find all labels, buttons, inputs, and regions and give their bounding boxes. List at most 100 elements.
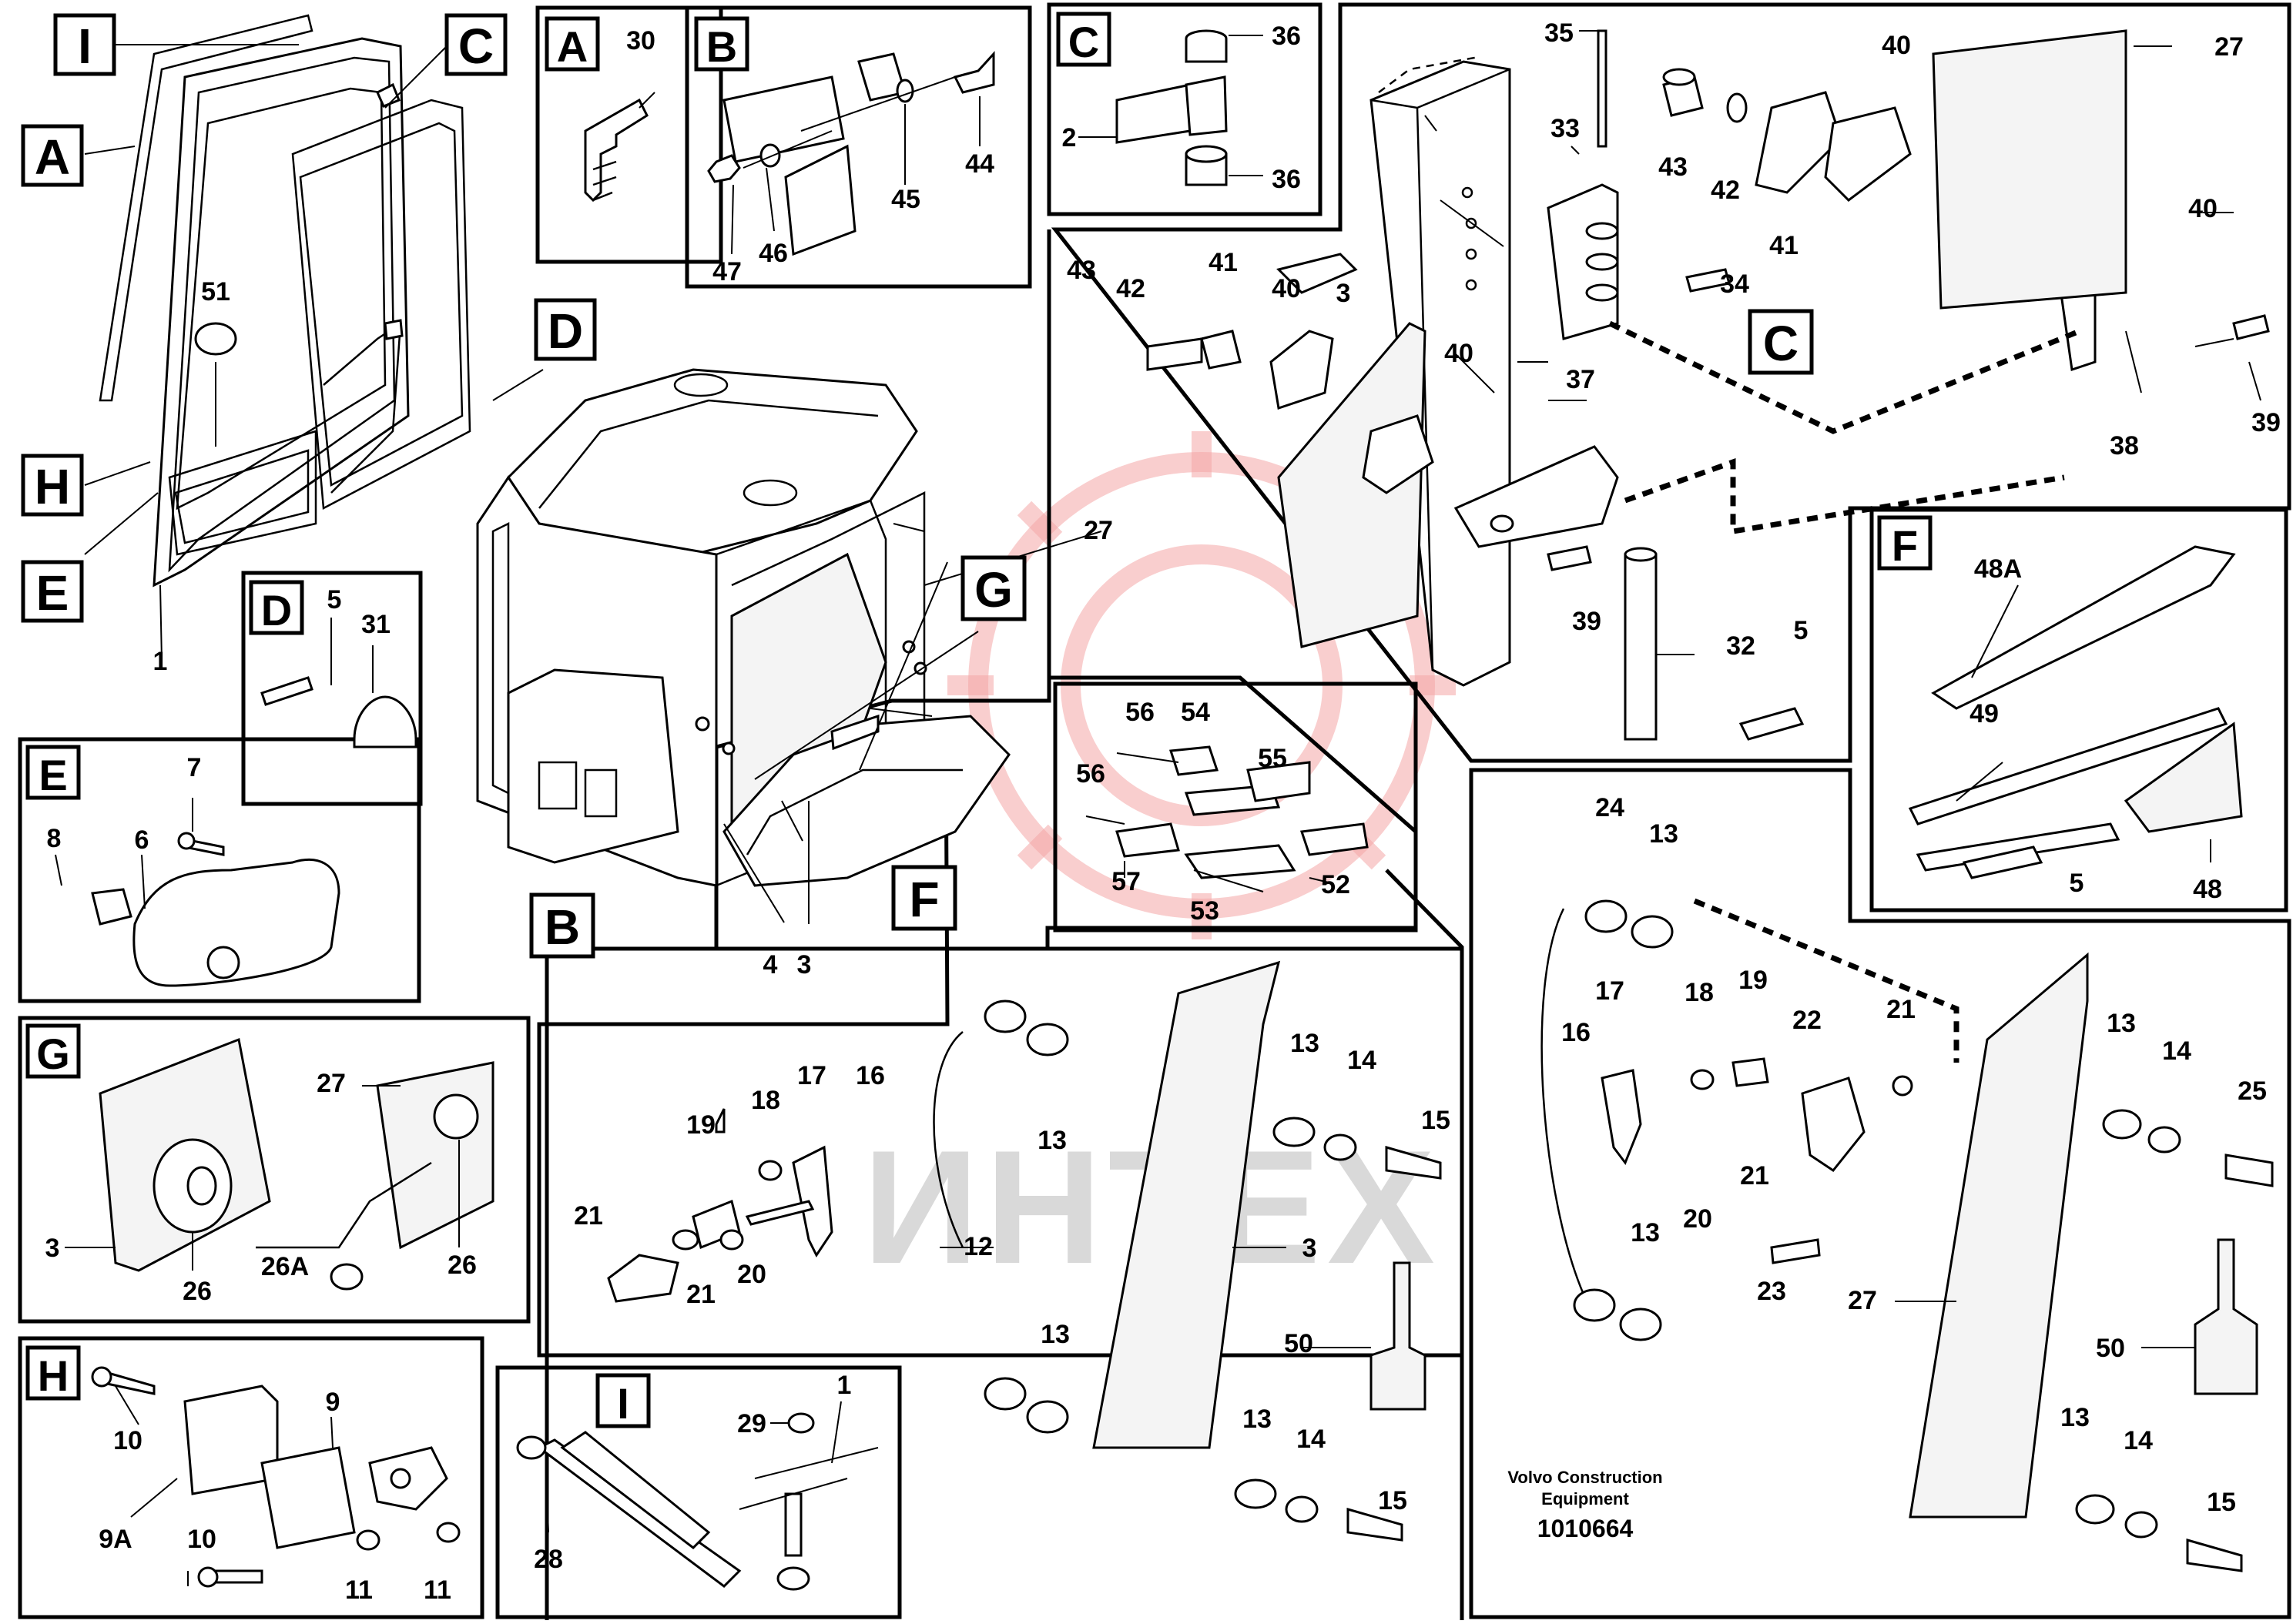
tag-G-panel-label: G (36, 1030, 70, 1078)
label-57: 57 (1111, 867, 1141, 896)
tag-D-top: D (534, 298, 597, 361)
label-40a: 40 (1882, 31, 1911, 60)
door-assembly (99, 14, 471, 588)
tag-F-main: F (891, 865, 957, 931)
panel-I (495, 1365, 902, 1619)
label-25: 25 (2238, 1077, 2267, 1106)
footer-company-line1: Volvo Construction (1507, 1468, 1662, 1487)
tag-G-panel: G (25, 1023, 81, 1079)
tag-H-top: H (21, 454, 84, 517)
label-55: 55 (1258, 744, 1287, 773)
tag-D-top-label: D (548, 303, 583, 359)
label-13g: 13 (1631, 1218, 1660, 1247)
tag-I: I (53, 13, 116, 76)
tag-F-panel: F (1877, 515, 1933, 571)
label-14c: 14 (2162, 1036, 2191, 1066)
label-56a: 56 (1125, 698, 1155, 727)
label-10b: 10 (187, 1525, 216, 1554)
label-48A: 48A (1974, 554, 2022, 584)
tag-I-label: I (78, 18, 92, 74)
detail-C-post (1146, 29, 2270, 741)
label-13f: 13 (2107, 1009, 2136, 1038)
detail-F-seals (1908, 545, 2243, 879)
label-36a: 36 (1272, 22, 1301, 51)
cab-body (476, 368, 1011, 887)
label-46: 46 (759, 239, 788, 268)
tag-G-main: G (960, 555, 1027, 621)
panel-C-large (1051, 2, 2291, 763)
label-19b: 19 (1738, 966, 1768, 995)
detail-I-strut (516, 1401, 879, 1591)
label-1b: 1 (837, 1371, 852, 1400)
detail-G-grommets (65, 1037, 494, 1291)
label-3c: 3 (1302, 1234, 1317, 1263)
label-40b: 40 (2188, 194, 2218, 223)
label-3d: 3 (45, 1234, 60, 1263)
tag-A-top-label: A (35, 129, 70, 185)
label-1: 1 (153, 647, 168, 676)
label-15b: 15 (1378, 1486, 1407, 1515)
tag-H-panel: H (25, 1345, 81, 1401)
label-13e: 13 (1649, 819, 1678, 849)
panel-G (18, 1016, 531, 1324)
label-16a: 16 (856, 1061, 885, 1090)
label-30: 30 (626, 26, 655, 55)
label-21a: 21 (574, 1201, 603, 1231)
label-20b: 20 (1683, 1204, 1712, 1234)
label-15a: 15 (1421, 1106, 1450, 1135)
label-26a: 26 (183, 1277, 212, 1306)
panel-C-small (1047, 2, 1322, 216)
label-6: 6 (135, 825, 149, 855)
label-12: 12 (964, 1232, 993, 1261)
knob-51 (194, 322, 237, 356)
label-14a: 14 (1347, 1046, 1376, 1075)
panel-A (535, 5, 723, 264)
label-41a: 41 (1769, 231, 1799, 260)
tag-C-top: C (444, 13, 508, 76)
tag-D-panel: D (249, 580, 304, 635)
panel-right (1469, 768, 2291, 1619)
panel-B (685, 5, 1032, 289)
tag-H-top-label: H (35, 459, 70, 514)
footer-company-line2: Equipment (1541, 1489, 1629, 1508)
tag-B-panel: B (694, 16, 749, 72)
label-44: 44 (965, 149, 994, 179)
label-8: 8 (47, 824, 62, 853)
label-5a: 5 (1794, 616, 1809, 645)
label-13c: 13 (1041, 1320, 1070, 1349)
label-28: 28 (534, 1545, 563, 1574)
tag-A-panel: A (545, 16, 600, 72)
label-18a: 18 (751, 1086, 780, 1115)
tag-C-right: C (1748, 309, 1814, 375)
label-50a: 50 (1284, 1329, 1313, 1358)
label-49: 49 (1969, 699, 1999, 728)
label-11b: 11 (424, 1575, 451, 1605)
label-14d: 14 (2124, 1426, 2153, 1455)
tag-C-top-label: C (458, 18, 494, 74)
detail-D-seal (260, 618, 417, 748)
label-17b: 17 (1595, 976, 1624, 1006)
label-27d: 27 (317, 1069, 346, 1098)
tag-G-main-label: G (974, 562, 1013, 618)
label-27c: 27 (1848, 1286, 1877, 1315)
label-40d: 40 (1444, 339, 1473, 368)
label-52: 52 (1321, 870, 1350, 899)
detail-B-hardware (707, 51, 995, 256)
label-26b: 26 (448, 1251, 477, 1280)
label-38: 38 (2110, 431, 2139, 460)
label-21d: 21 (1740, 1161, 1769, 1190)
tag-F-panel-label: F (1892, 521, 1918, 570)
tag-C-panel: C (1056, 12, 1111, 67)
tag-B-main-label: B (545, 899, 580, 955)
label-47: 47 (712, 257, 742, 286)
label-20a: 20 (737, 1260, 766, 1289)
label-43a: 43 (1658, 152, 1688, 182)
tag-I-panel: I (595, 1373, 651, 1428)
label-4: 4 (763, 950, 778, 979)
label-22: 22 (1792, 1006, 1822, 1035)
label-43b: 43 (1067, 256, 1096, 285)
label-53: 53 (1190, 896, 1219, 926)
label-54: 54 (1181, 698, 1210, 727)
label-9A: 9A (99, 1525, 132, 1554)
label-26A: 26A (261, 1252, 309, 1281)
